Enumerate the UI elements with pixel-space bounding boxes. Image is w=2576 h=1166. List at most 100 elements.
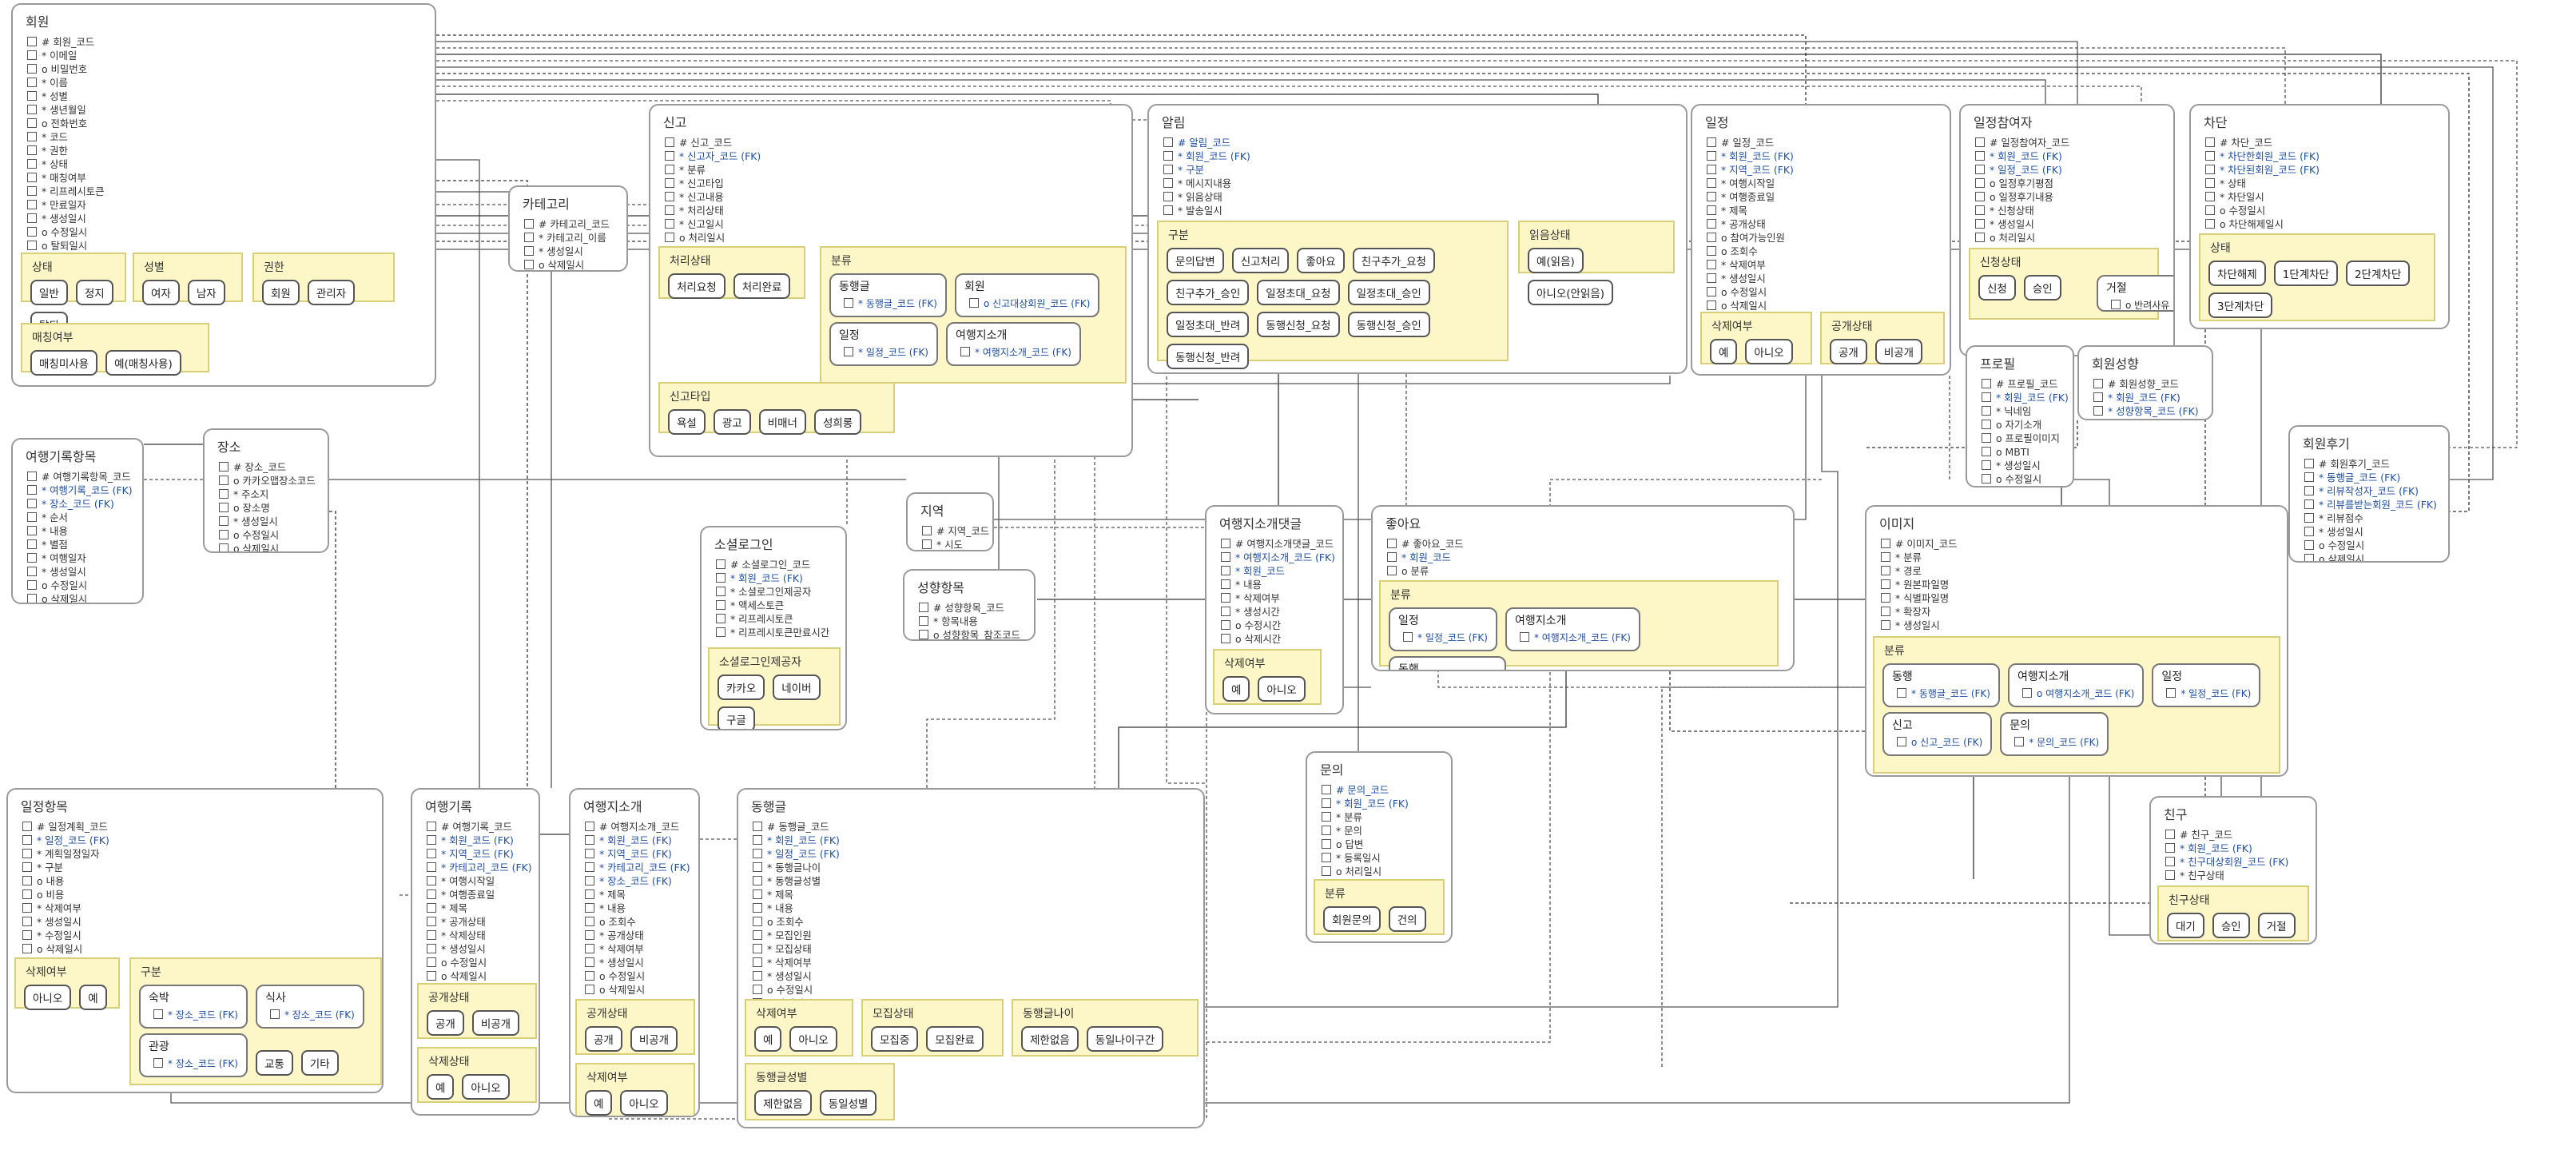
attribute-checkbox[interactable]	[269, 1009, 280, 1019]
subtype-box[interactable]: 숙박* 장소_코드 (FK)	[139, 985, 248, 1029]
attribute-checkbox[interactable]	[665, 233, 674, 242]
attribute-checkbox[interactable]	[1322, 798, 1331, 808]
enum-value[interactable]: 예	[79, 985, 107, 1010]
enum-value[interactable]: 2단계차단	[2345, 261, 2411, 286]
entity-spotcomment[interactable]: 여행지소개댓글# 여행지소개댓글_코드* 여행지소개_코드 (FK)* 회원_코…	[1205, 505, 1344, 714]
attribute-checkbox[interactable]	[27, 472, 37, 481]
attribute-checkbox[interactable]	[2111, 300, 2121, 309]
enum-value[interactable]: 친구추가_요청	[1352, 248, 1435, 273]
attribute-checkbox[interactable]	[1163, 151, 1173, 161]
attribute-checkbox[interactable]	[1881, 552, 1890, 562]
enum-value[interactable]: 관리자	[307, 280, 356, 305]
attribute-checkbox[interactable]	[27, 105, 37, 114]
attribute-checkbox[interactable]	[2304, 472, 2314, 482]
entity-participant[interactable]: 일정참여자# 일정참여자_코드* 회원_코드 (FK)* 일정_코드 (FK)o…	[1959, 104, 2175, 356]
entity-sociallogin[interactable]: 소셜로그인# 소셜로그인_코드* 회원_코드 (FK)* 소셜로그인제공자* 액…	[700, 526, 847, 730]
entity-spot[interactable]: 여행지소개# 여행지소개_코드* 회원_코드 (FK)* 지역_코드 (FK)*…	[569, 788, 700, 1117]
enum-value[interactable]: 문의답변	[1167, 248, 1224, 273]
entity-report[interactable]: 신고# 신고_코드* 신고자_코드 (FK)* 분류* 신고타입* 신고내용* …	[649, 104, 1133, 457]
attribute-checkbox[interactable]	[27, 132, 37, 141]
enum-value[interactable]: 네이버	[773, 675, 821, 700]
attribute-checkbox[interactable]	[22, 903, 32, 913]
subtype-box[interactable]: 동행* 동행글_코드 (FK)	[1389, 656, 1506, 670]
attribute-checkbox[interactable]	[753, 903, 762, 913]
attribute-checkbox[interactable]	[27, 78, 37, 87]
entity-image[interactable]: 이미지# 이미지_코드* 분류* 경로* 원본파일명* 식별파일명* 확장자* …	[1865, 505, 2288, 777]
attribute-checkbox[interactable]	[665, 165, 674, 174]
enum-value[interactable]: 교통	[255, 1050, 293, 1076]
attribute-checkbox[interactable]	[27, 227, 37, 237]
attribute-checkbox[interactable]	[585, 944, 594, 953]
subtype-box[interactable]: 동행* 동행글_코드 (FK)	[1882, 663, 2000, 707]
enum-value[interactable]: 남자	[187, 280, 225, 305]
enum-value[interactable]: 승인	[2212, 913, 2250, 938]
attribute-checkbox[interactable]	[585, 971, 594, 981]
enum-value[interactable]: 아니오	[24, 985, 72, 1010]
attribute-checkbox[interactable]	[1982, 392, 1991, 402]
attribute-checkbox[interactable]	[2165, 870, 2175, 880]
enum-value[interactable]: 성희롱	[813, 409, 862, 435]
attribute-checkbox[interactable]	[753, 985, 762, 994]
attribute-checkbox[interactable]	[2093, 379, 2103, 388]
attribute-checkbox[interactable]	[2205, 151, 2215, 161]
attribute-checkbox[interactable]	[1881, 579, 1890, 589]
entity-block[interactable]: 차단# 차단_코드* 차단한회원_코드 (FK)* 차단된회원_코드 (FK)*…	[2189, 104, 2450, 329]
attribute-checkbox[interactable]	[1707, 205, 1716, 215]
attribute-checkbox[interactable]	[27, 499, 37, 508]
enum-value[interactable]: 동일나이구간	[1086, 1026, 1164, 1052]
attribute-checkbox[interactable]	[2093, 392, 2103, 402]
attribute-checkbox[interactable]	[1707, 260, 1716, 269]
enum-value[interactable]: 아니오	[1258, 676, 1306, 702]
attribute-checkbox[interactable]	[1403, 632, 1413, 642]
attribute-checkbox[interactable]	[1982, 420, 1991, 429]
attribute-checkbox[interactable]	[427, 930, 436, 940]
attribute-checkbox[interactable]	[1707, 287, 1716, 296]
enum-value[interactable]: 카카오	[718, 675, 765, 700]
attribute-checkbox[interactable]	[219, 476, 229, 485]
attribute-checkbox[interactable]	[22, 944, 32, 953]
subtype-box[interactable]: 관광* 장소_코드 (FK)	[139, 1033, 248, 1077]
attribute-checkbox[interactable]	[1322, 826, 1331, 835]
enum-value[interactable]: 일정초대_반려	[1167, 312, 1250, 337]
enum-value[interactable]: 건의	[1388, 906, 1426, 932]
enum-value[interactable]: 예	[1222, 676, 1250, 702]
attribute-checkbox[interactable]	[427, 903, 436, 913]
attribute-checkbox[interactable]	[1221, 539, 1230, 548]
attribute-checkbox[interactable]	[427, 849, 436, 858]
attribute-checkbox[interactable]	[716, 573, 725, 583]
attribute-checkbox[interactable]	[1163, 137, 1173, 147]
attribute-checkbox[interactable]	[22, 849, 32, 858]
attribute-checkbox[interactable]	[585, 876, 594, 885]
attribute-checkbox[interactable]	[153, 1058, 163, 1068]
attribute-checkbox[interactable]	[753, 944, 762, 953]
attribute-checkbox[interactable]	[2304, 459, 2314, 468]
attribute-checkbox[interactable]	[427, 822, 436, 831]
enum-value[interactable]: 차단해제	[2208, 261, 2266, 286]
attribute-checkbox[interactable]	[844, 347, 853, 356]
entity-review[interactable]: 회원후기# 회원후기_코드* 동행글_코드 (FK)* 리뷰작성자_코드 (FK…	[2288, 425, 2450, 563]
enum-value[interactable]: 광고	[713, 409, 751, 435]
enum-value[interactable]: 모집완료	[926, 1026, 984, 1052]
attribute-checkbox[interactable]	[665, 205, 674, 215]
attribute-checkbox[interactable]	[1387, 552, 1397, 562]
attribute-checkbox[interactable]	[753, 971, 762, 981]
attribute-checkbox[interactable]	[22, 876, 32, 885]
attribute-checkbox[interactable]	[427, 917, 436, 926]
attribute-checkbox[interactable]	[1975, 192, 1985, 201]
attribute-checkbox[interactable]	[1163, 178, 1173, 188]
attribute-checkbox[interactable]	[2205, 192, 2215, 201]
enum-value[interactable]: 비매너	[758, 409, 806, 435]
attribute-checkbox[interactable]	[1975, 219, 1985, 229]
attribute-checkbox[interactable]	[1163, 165, 1173, 174]
attribute-checkbox[interactable]	[585, 849, 594, 858]
attribute-checkbox[interactable]	[27, 580, 37, 590]
attribute-checkbox[interactable]	[1975, 233, 1985, 242]
enum-value[interactable]: 친구추가_승인	[1167, 280, 1250, 305]
entity-friend[interactable]: 친구# 친구_코드* 회원_코드 (FK)* 친구대상회원_코드 (FK)* 친…	[2149, 796, 2317, 945]
attribute-checkbox[interactable]	[585, 835, 594, 845]
attribute-checkbox[interactable]	[427, 957, 436, 967]
attribute-checkbox[interactable]	[919, 603, 928, 612]
attribute-checkbox[interactable]	[2166, 688, 2176, 698]
